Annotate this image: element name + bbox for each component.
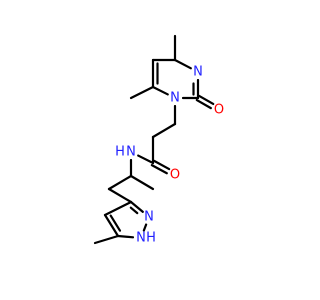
atom-n_amide-hydrogen-background <box>113 145 127 159</box>
atom-label-n_amide: N <box>126 145 136 160</box>
bonds-layer <box>93 34 215 245</box>
bond-c_ch-c_me <box>129 174 155 191</box>
bond-c5p-c4p-inner <box>109 214 122 232</box>
bond-c5p-c_me5p <box>93 234 120 245</box>
atom-o_amide-background <box>168 168 182 182</box>
atom-n_amide-background <box>124 145 138 159</box>
atom-n1p-background <box>134 231 148 245</box>
atom-label-o2: O <box>214 103 224 118</box>
bond-n1p-c5p <box>116 234 135 239</box>
bond-c3p-n2p-inner <box>129 206 139 215</box>
atom-n3-background <box>191 65 205 79</box>
bond-c_ch-c_ch2c <box>107 174 133 191</box>
bond-c_ch2c-c3p <box>107 187 133 204</box>
bond-c5p-c4p <box>103 213 120 238</box>
bond-n2p-n1p <box>142 223 148 232</box>
bond-c2-o2-second <box>198 94 215 106</box>
bond-c_amide-n_amide <box>137 154 155 165</box>
bond-c2-o2 <box>195 98 212 110</box>
bond-c_ch2a-c_ch2b <box>151 122 177 139</box>
atom-n1-background <box>168 91 182 105</box>
atom-o2-background <box>212 103 226 117</box>
bond-c4-n3 <box>173 58 193 70</box>
atom-hydrogen-label-n1p: H <box>146 231 156 246</box>
atom-label-n2p: N <box>144 210 154 225</box>
bond-n1-c6 <box>151 85 169 96</box>
canvas-background <box>0 0 300 300</box>
atom-n2p-background <box>142 210 156 224</box>
atom-label-n1: N <box>170 91 180 106</box>
bond-c6-c_me6 <box>129 85 155 100</box>
bond-c3p-n2p <box>129 200 144 213</box>
bond-c4p-c3p <box>103 200 133 217</box>
bond-c_amide-o_amide-second <box>153 159 171 171</box>
atom-label-n1p: N <box>136 231 146 246</box>
atom-label-n3: N <box>193 65 203 80</box>
atom-n1p-hydrogen-background <box>144 231 158 245</box>
atom-hydrogen-label-n_amide: H <box>115 145 125 160</box>
bond-c_amide-o_amide <box>150 164 168 175</box>
atom-label-o_amide: O <box>170 168 180 183</box>
